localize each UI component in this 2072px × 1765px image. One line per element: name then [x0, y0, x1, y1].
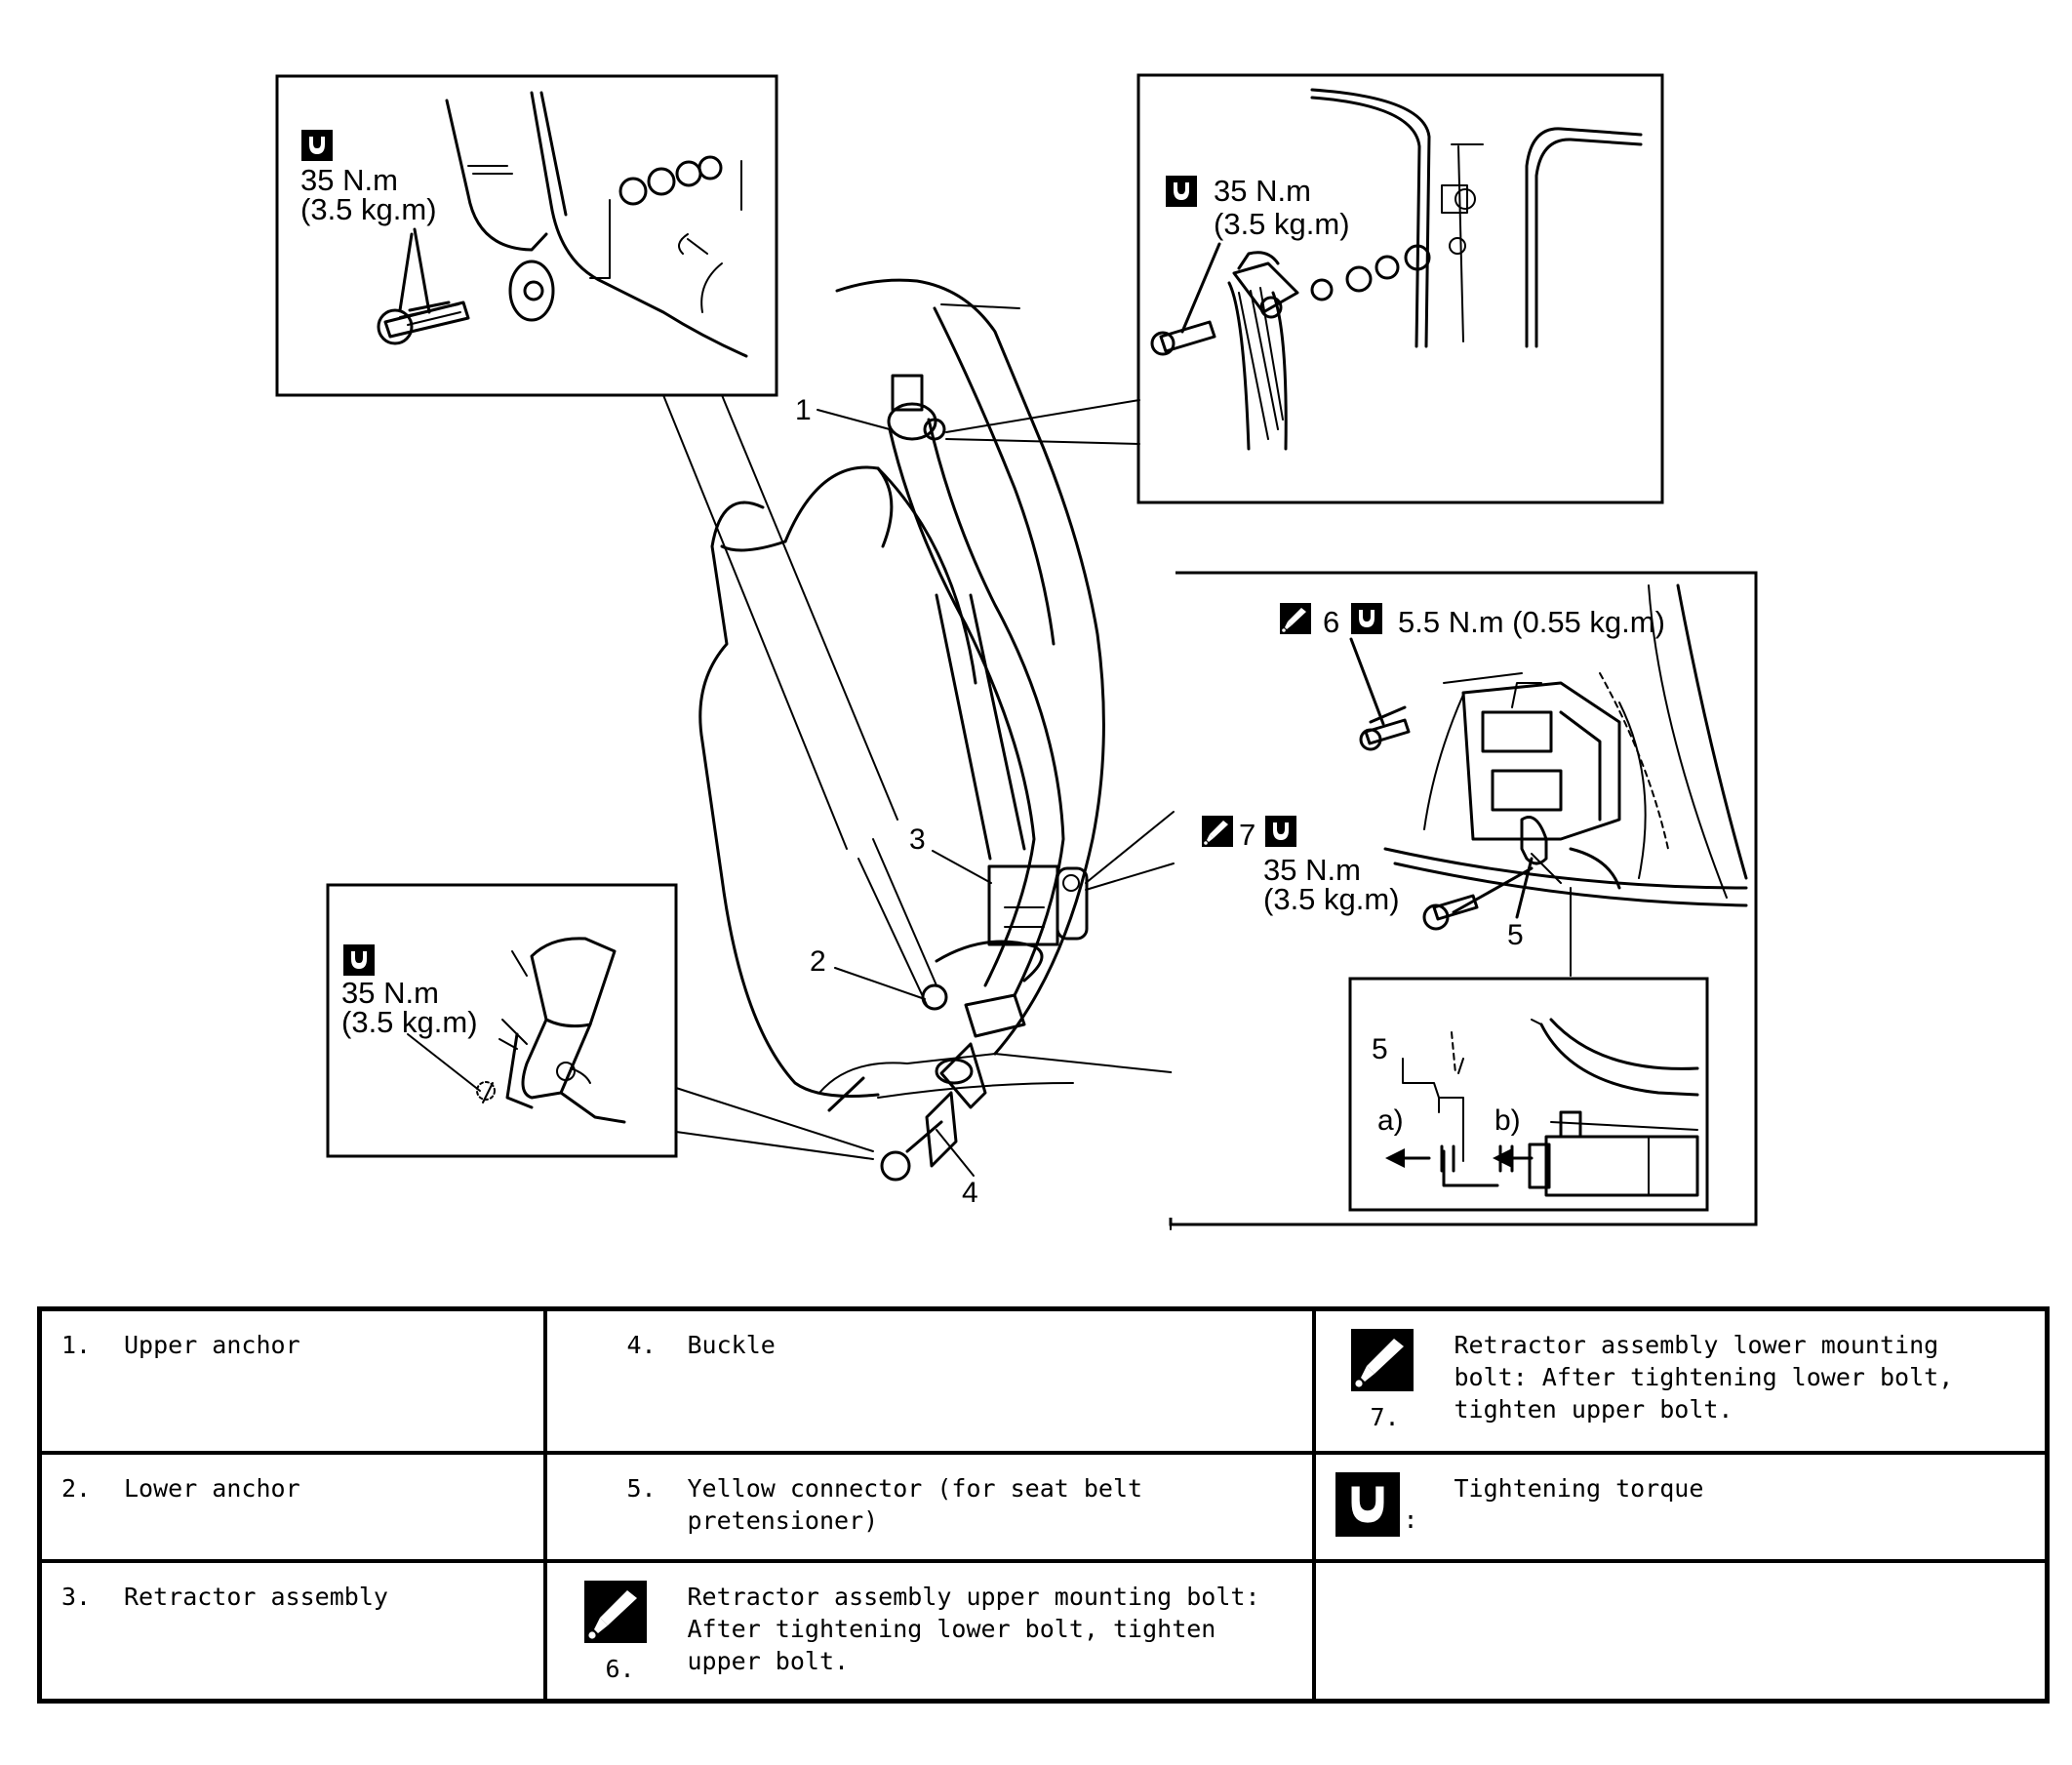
seat-and-pillar-drawing [698, 278, 1181, 1182]
sub-label-b: b) [1494, 1104, 1521, 1137]
torque-retractor-lower-nm: 35 N.m [1263, 853, 1361, 887]
legend-cell-6: 6. Retractor assembly upper mounting bol… [542, 1558, 1316, 1704]
legend-text: Retractor assembly upper mounting bolt: … [687, 1582, 1260, 1675]
torque-upper-right-kgm: (3.5 kg.m) [1214, 207, 1350, 241]
inset-upper-left: 35 N.m (3.5 kg.m) [275, 74, 778, 397]
torque-upper-right-nm: 35 N.m [1214, 174, 1311, 208]
torque-wrench-icon [1335, 1471, 1400, 1537]
legend-text: Retractor assembly [124, 1582, 388, 1611]
torque-retractor-lower-kgm: (3.5 kg.m) [1263, 882, 1400, 916]
legend-text: Lower anchor [124, 1473, 300, 1503]
legend-num: 4. [626, 1331, 657, 1359]
torque-wrench-icon [1351, 603, 1382, 634]
torque-upper-left-nm: 35 N.m [300, 163, 398, 197]
inset-upper-left-leader [662, 394, 898, 850]
legend-cell-torque: : Tightening torque [1311, 1450, 2050, 1563]
legend-text: Buckle [687, 1331, 776, 1359]
seat-belt-diagram: 35 N.m (3.5 kg.m) 35 N.m (3.5 kg.m) [275, 73, 1758, 1230]
torque-wrench-icon [301, 130, 333, 161]
sub-callout-5: 5 [1372, 1033, 1388, 1065]
inset-retractor-leader [1085, 811, 1175, 891]
parts-legend-table: 1. Upper anchor 4. Buckle 7. Retractor a… [37, 1306, 2050, 1704]
inset-callout-6: 6 [1323, 605, 1339, 639]
torque-buckle-nm: 35 N.m [341, 976, 439, 1010]
inset-callout-5: 5 [1507, 919, 1524, 951]
legend-num: 3. [61, 1582, 92, 1611]
callout-1: 1 [795, 394, 812, 426]
tightening-procedure-icon [1350, 1329, 1414, 1391]
tightening-procedure-icon [1280, 603, 1311, 634]
callout-4: 4 [962, 1177, 978, 1209]
callout-3: 3 [909, 823, 926, 856]
inset-upper-right: 35 N.m (3.5 kg.m) [1136, 73, 1664, 504]
torque-buckle-kgm: (3.5 kg.m) [341, 1005, 478, 1039]
inset-retractor: 6 5.5 N.m (0.55 kg.m) 7 35 N.m (3.5 kg.m… [1169, 571, 1758, 1230]
legend-text: Retractor assembly lower mounting bolt: … [1454, 1331, 1954, 1424]
inset-buckle: 35 N.m (3.5 kg.m) [326, 883, 678, 1158]
inset-buckle-leader [675, 1087, 874, 1160]
legend-text: Tightening torque [1454, 1473, 1704, 1503]
legend-separator: : [1403, 1504, 1418, 1534]
legend-cell-empty [1311, 1558, 2050, 1704]
legend-num: 5. [626, 1473, 657, 1503]
main-callouts: 1 2 3 4 [795, 394, 992, 1209]
legend-cell-4: 4. Buckle [542, 1306, 1316, 1455]
legend-num: 6. [605, 1654, 635, 1683]
legend-cell-3: 3. Retractor assembly [37, 1558, 547, 1704]
tightening-procedure-icon [583, 1580, 647, 1643]
tightening-procedure-icon [1202, 816, 1233, 847]
torque-upper-left-kgm: (3.5 kg.m) [300, 192, 437, 226]
legend-text: Upper anchor [124, 1331, 300, 1359]
torque-wrench-icon [1166, 176, 1197, 207]
legend-cell-2: 2. Lower anchor [37, 1450, 547, 1563]
legend-num: 1. [61, 1331, 92, 1359]
inset-upper-right-leader [945, 399, 1140, 445]
inset-callout-7: 7 [1239, 818, 1255, 852]
torque-wrench-icon [1265, 816, 1296, 847]
legend-cell-7: 7. Retractor assembly lower mounting bol… [1311, 1306, 2050, 1455]
callout-2: 2 [810, 945, 826, 978]
legend-num: 7. [1370, 1403, 1400, 1431]
legend-cell-5: 5. Yellow connector (for seat belt prete… [542, 1450, 1316, 1563]
legend-num: 2. [61, 1473, 92, 1503]
sub-label-a: a) [1377, 1104, 1404, 1137]
legend-cell-1: 1. Upper anchor [37, 1306, 547, 1455]
legend-text: Yellow connector (for seat belt pretensi… [687, 1473, 1143, 1535]
torque-retractor-upper-value: 5.5 N.m (0.55 kg.m) [1398, 605, 1665, 639]
torque-wrench-icon [343, 944, 375, 976]
